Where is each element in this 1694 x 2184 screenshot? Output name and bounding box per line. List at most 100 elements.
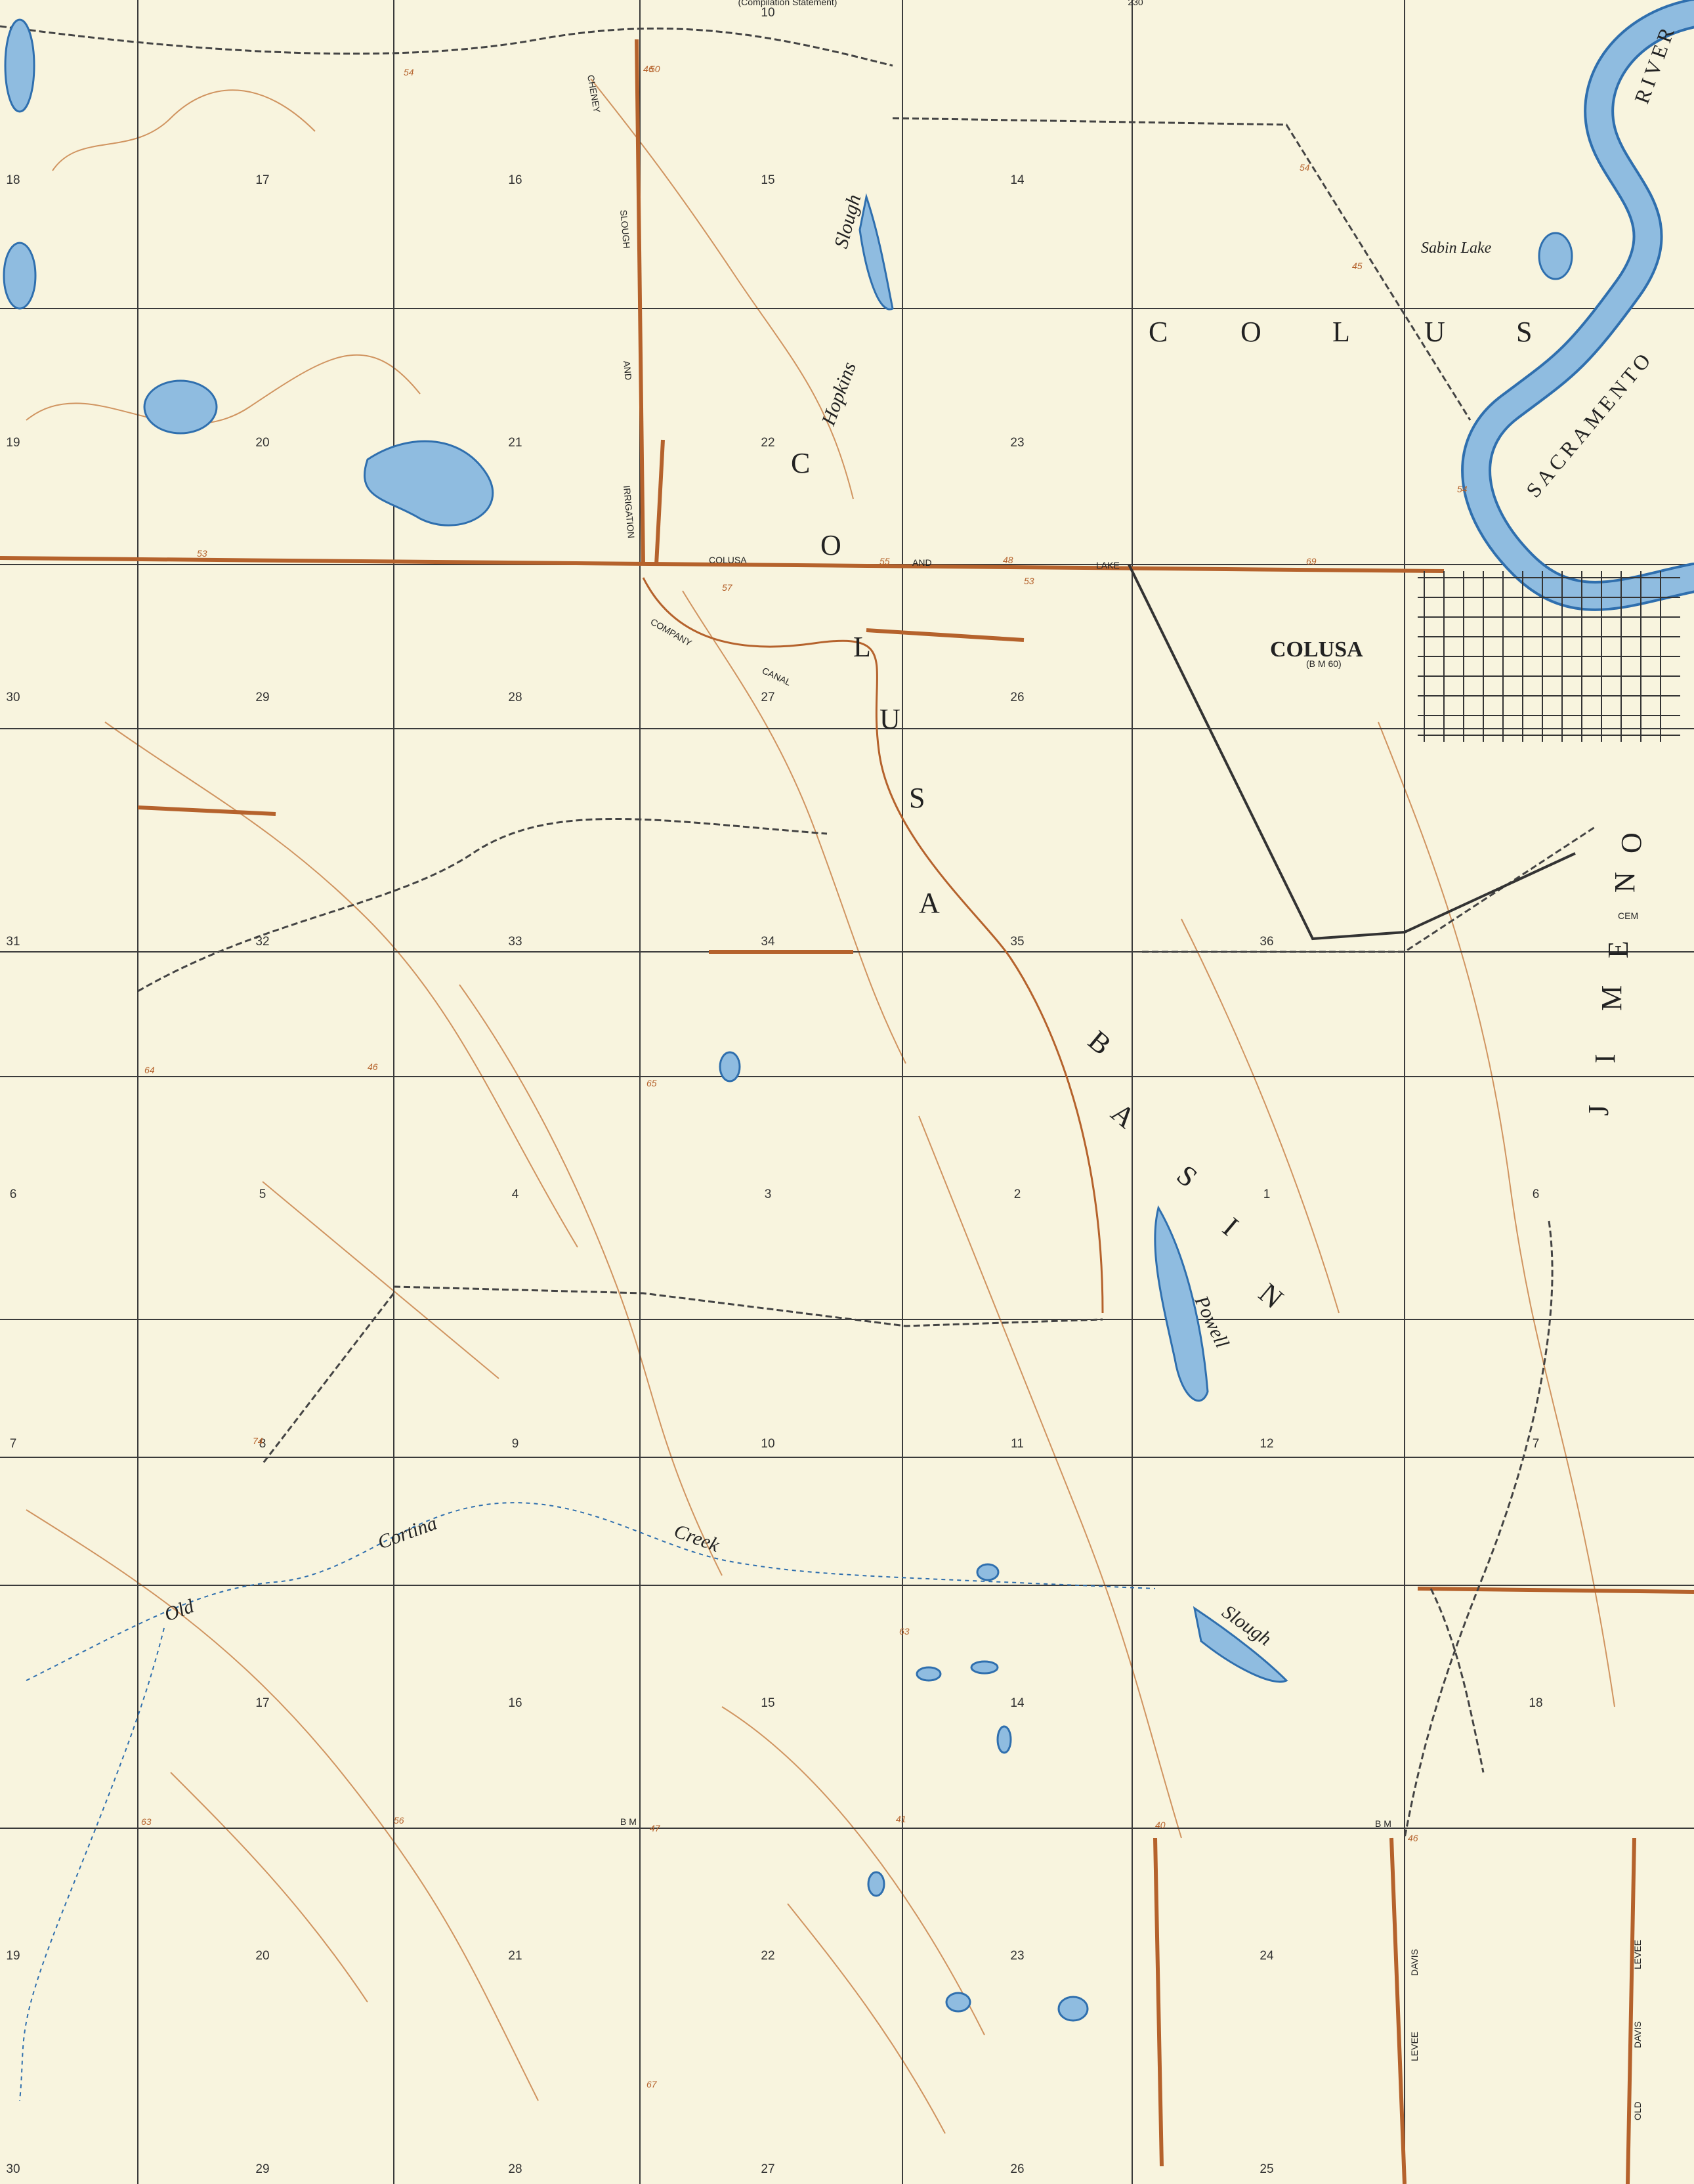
colusa-town-grid <box>1418 571 1680 742</box>
section-number-20: 20 <box>255 1949 269 1963</box>
colusa-vertical-label: COLUSA <box>791 447 941 919</box>
elevation-label: 56 <box>394 1815 404 1826</box>
elevation-label: 50 <box>650 64 660 74</box>
elevation-label: 54 <box>1300 162 1310 173</box>
section-number-15: 15 <box>761 173 774 187</box>
section-number-10: 10 <box>761 6 774 20</box>
town-colusa: COLUSA <box>1270 637 1363 662</box>
section-number-29: 29 <box>255 2162 269 2176</box>
benchmark-2: B M <box>1375 1818 1391 1829</box>
elevation-label: 41 <box>896 1814 906 1824</box>
jimeno-letter: M <box>1596 984 1628 1011</box>
section-number-18: 18 <box>1529 1696 1542 1710</box>
top-number: 230 <box>1128 0 1143 7</box>
pond-west-1 <box>4 18 35 113</box>
creek-branch <box>19 1627 165 2101</box>
elevation-label: 53 <box>1024 576 1034 586</box>
elevation-label: 47 <box>650 1823 661 1833</box>
pond-21 <box>364 440 494 526</box>
section-number-11: 11 <box>1011 1437 1024 1451</box>
county-letter: A <box>919 887 941 919</box>
section-number-14: 14 <box>1010 173 1025 187</box>
label-and-canal: AND <box>622 360 634 381</box>
county-letter: C <box>791 447 811 479</box>
benchmark-1: B M <box>620 1816 637 1827</box>
elevation-label: 46 <box>1408 1833 1418 1843</box>
elevation-label: 48 <box>1003 555 1013 565</box>
section-number-26: 26 <box>1010 2162 1024 2176</box>
elevation-label: 57 <box>722 582 733 593</box>
section-number-2: 2 <box>1014 1188 1021 1201</box>
label-davis-2: DAVIS <box>1632 2021 1643 2048</box>
label-davis-1: DAVIS <box>1409 1949 1420 1976</box>
pond-west-2 <box>3 242 37 310</box>
section-number-21: 21 <box>508 436 522 450</box>
county-letter: U <box>879 703 902 735</box>
section-number-22: 22 <box>761 436 774 450</box>
elevation-label: 65 <box>646 1078 657 1088</box>
cortina-creek <box>26 1502 1156 1681</box>
label-levee-2: LEVEE <box>1632 1940 1643 1969</box>
section-number-18: 18 <box>6 173 20 187</box>
section-number-25: 25 <box>1260 2162 1273 2176</box>
label-sabin-lake: Sabin Lake <box>1421 240 1492 257</box>
section-number-31: 31 <box>6 935 20 949</box>
main-roads <box>0 39 1694 2184</box>
section-number-1: 1 <box>1263 1188 1271 1201</box>
section-number-16: 16 <box>508 173 522 187</box>
section-number-10: 10 <box>761 1437 774 1451</box>
jimeno-letter: O <box>1615 831 1647 853</box>
section-number-33: 33 <box>508 935 522 949</box>
section-number-23: 23 <box>1010 436 1024 450</box>
section-number-20: 20 <box>255 436 269 450</box>
sacramento-river <box>1461 0 1694 611</box>
section-number-35: 35 <box>1010 935 1024 949</box>
section-number-15: 15 <box>761 1696 774 1710</box>
elevation-label: 45 <box>1352 261 1363 271</box>
elevation-label: 69 <box>1306 556 1317 567</box>
label-road-and: AND <box>912 557 932 568</box>
section-number-8: 8 <box>259 1437 266 1451</box>
section-number-36: 36 <box>1260 935 1273 949</box>
elevation-label: 46 <box>368 1061 378 1072</box>
county-letter: O <box>1240 316 1263 348</box>
section-number-17: 17 <box>255 1696 269 1710</box>
hopkins-slough-water <box>858 193 894 310</box>
pond-34 <box>719 1051 741 1082</box>
section-number-28: 28 <box>508 2162 522 2176</box>
label-cem: CEM <box>1618 910 1638 921</box>
section-number-22: 22 <box>761 1949 774 1963</box>
slough-water-2 <box>1193 1606 1288 1683</box>
section-number-7: 7 <box>10 1437 17 1451</box>
pond-20 <box>143 379 218 435</box>
county-letter: C <box>1149 316 1169 348</box>
section-number-27: 27 <box>761 2162 774 2176</box>
section-number-26: 26 <box>1010 691 1024 704</box>
powell-slough-water <box>1154 1205 1209 1402</box>
elevation-label: 46 <box>643 64 654 74</box>
jimeno-letter: J <box>1582 1103 1615 1116</box>
section-number-9: 9 <box>512 1437 519 1451</box>
section-number-27: 27 <box>761 691 774 704</box>
section-number-14: 14 <box>1010 1696 1025 1710</box>
secondary-roads <box>0 25 1596 1839</box>
section-number-34: 34 <box>761 935 775 949</box>
top-compilation-label: (Compilation Statement) <box>738 0 837 7</box>
section-number-12: 12 <box>1260 1437 1273 1451</box>
county-letter: U <box>1424 316 1447 348</box>
label-road-colusa: COLUSA <box>709 555 747 565</box>
section-number-30: 30 <box>6 691 20 704</box>
elevation-label: 54 <box>404 67 414 77</box>
section-number-6: 6 <box>10 1188 17 1201</box>
county-letter: S <box>1516 316 1533 348</box>
section-number-16: 16 <box>508 1696 522 1710</box>
elevation-label: 40 <box>1155 1820 1166 1830</box>
town-bm: (B M 60) <box>1306 658 1342 669</box>
railroad <box>1128 564 1576 941</box>
section-number-3: 3 <box>765 1188 772 1201</box>
